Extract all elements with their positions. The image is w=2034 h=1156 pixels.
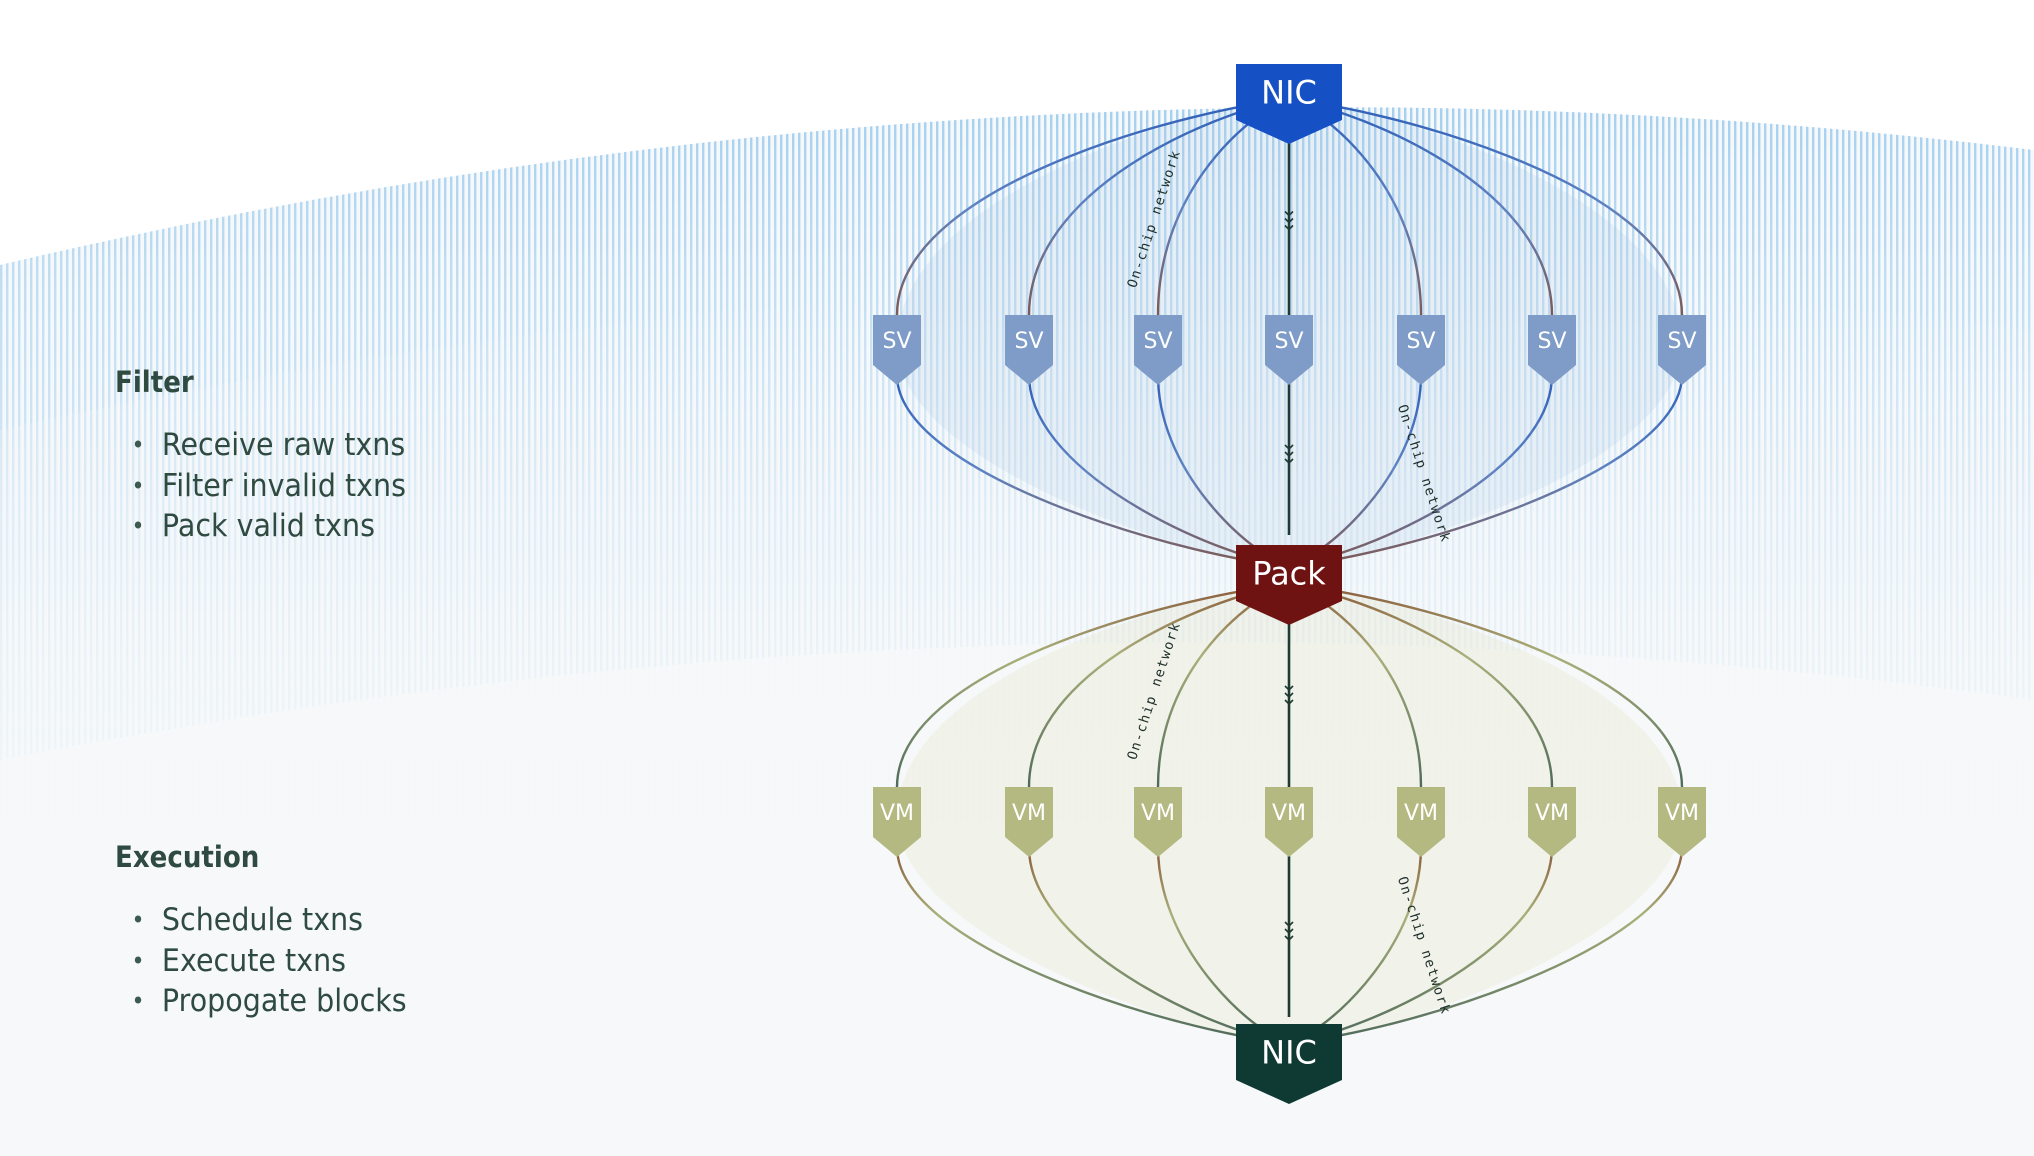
vm-node-shape xyxy=(1397,787,1445,857)
flow-chevron xyxy=(1284,935,1294,942)
sv-node: SV xyxy=(1658,315,1706,385)
filter-item: Pack valid txns xyxy=(115,506,406,547)
vm-node-label: VM xyxy=(1272,801,1306,826)
vm-node-label: VM xyxy=(880,801,914,826)
flow-chevron xyxy=(1284,451,1294,458)
pack-node-label: Pack xyxy=(1252,555,1326,593)
sv-node-label: SV xyxy=(1537,329,1566,354)
pack-node: Pack xyxy=(1236,545,1342,625)
vm-node: VM xyxy=(1134,787,1182,857)
vm-node-shape xyxy=(1528,787,1576,857)
filter-section: Filter Receive raw txns Filter invalid t… xyxy=(115,365,431,547)
sv-node-label: SV xyxy=(1014,329,1043,354)
vm-node-shape xyxy=(1134,787,1182,857)
sv-node-shape xyxy=(1265,315,1313,385)
vm-node-label: VM xyxy=(1141,801,1175,826)
vm-node: VM xyxy=(1265,787,1313,857)
nic-bottom-node: NIC xyxy=(1236,1024,1342,1104)
flow-chevron xyxy=(1284,217,1294,224)
sv-node-shape xyxy=(1658,315,1706,385)
sv-node-label: SV xyxy=(1406,329,1435,354)
sv-node: SV xyxy=(873,315,921,385)
vm-node-label: VM xyxy=(1665,801,1699,826)
sv-node: SV xyxy=(1528,315,1576,385)
flow-chevron xyxy=(1284,692,1294,699)
sv-node-shape xyxy=(1528,315,1576,385)
execution-title: Execution xyxy=(115,840,260,874)
sv-node-label: SV xyxy=(882,329,911,354)
sv-node-label: SV xyxy=(1667,329,1696,354)
nic-bottom-node-label: NIC xyxy=(1261,1034,1317,1072)
execution-section: Execution Schedule txns Execute txns Pro… xyxy=(115,840,432,1022)
filter-item: Receive raw txns xyxy=(115,425,406,466)
vm-node-shape xyxy=(873,787,921,857)
flow-chevron xyxy=(1284,685,1294,692)
filter-title: Filter xyxy=(115,365,194,399)
nic-top-node-shape xyxy=(1236,64,1342,144)
vm-node-label: VM xyxy=(1012,801,1046,826)
vm-node: VM xyxy=(1658,787,1706,857)
execution-item: Schedule txns xyxy=(115,900,407,941)
nic-top-node: NIC xyxy=(1236,64,1342,144)
flow-chevron xyxy=(1284,224,1294,231)
sv-node-shape xyxy=(1397,315,1445,385)
execution-list: Schedule txns Execute txns Propogate blo… xyxy=(115,900,432,1022)
flow-chevron xyxy=(1284,699,1294,706)
execution-item: Execute txns xyxy=(115,941,407,982)
nic-bottom-node-shape xyxy=(1236,1024,1342,1104)
sv-node-shape xyxy=(1134,315,1182,385)
sv-node: SV xyxy=(1265,315,1313,385)
sv-node: SV xyxy=(1134,315,1182,385)
filter-item: Filter invalid txns xyxy=(115,466,406,507)
vm-node-shape xyxy=(1265,787,1313,857)
sv-node-label: SV xyxy=(1143,329,1172,354)
vm-node: VM xyxy=(1528,787,1576,857)
flow-chevron xyxy=(1284,928,1294,935)
vm-node-shape xyxy=(1658,787,1706,857)
flow-chevron xyxy=(1284,458,1294,465)
flow-chevron xyxy=(1284,921,1294,928)
pack-node-shape xyxy=(1236,545,1342,625)
vm-node-shape xyxy=(1005,787,1053,857)
sv-node-shape xyxy=(873,315,921,385)
vm-node: VM xyxy=(873,787,921,857)
vm-node: VM xyxy=(1005,787,1053,857)
spine xyxy=(1284,128,1294,1017)
sv-node-label: SV xyxy=(1274,329,1303,354)
flow-chevron xyxy=(1284,210,1294,217)
flow-chevron xyxy=(1284,444,1294,451)
nic-top-node-label: NIC xyxy=(1261,74,1317,112)
filter-list: Receive raw txns Filter invalid txns Pac… xyxy=(115,425,431,547)
vm-node: VM xyxy=(1397,787,1445,857)
vm-node-label: VM xyxy=(1404,801,1438,826)
sv-node-shape xyxy=(1005,315,1053,385)
execution-item: Propogate blocks xyxy=(115,981,407,1022)
sv-node: SV xyxy=(1005,315,1053,385)
sv-node: SV xyxy=(1397,315,1445,385)
vm-node-label: VM xyxy=(1535,801,1569,826)
